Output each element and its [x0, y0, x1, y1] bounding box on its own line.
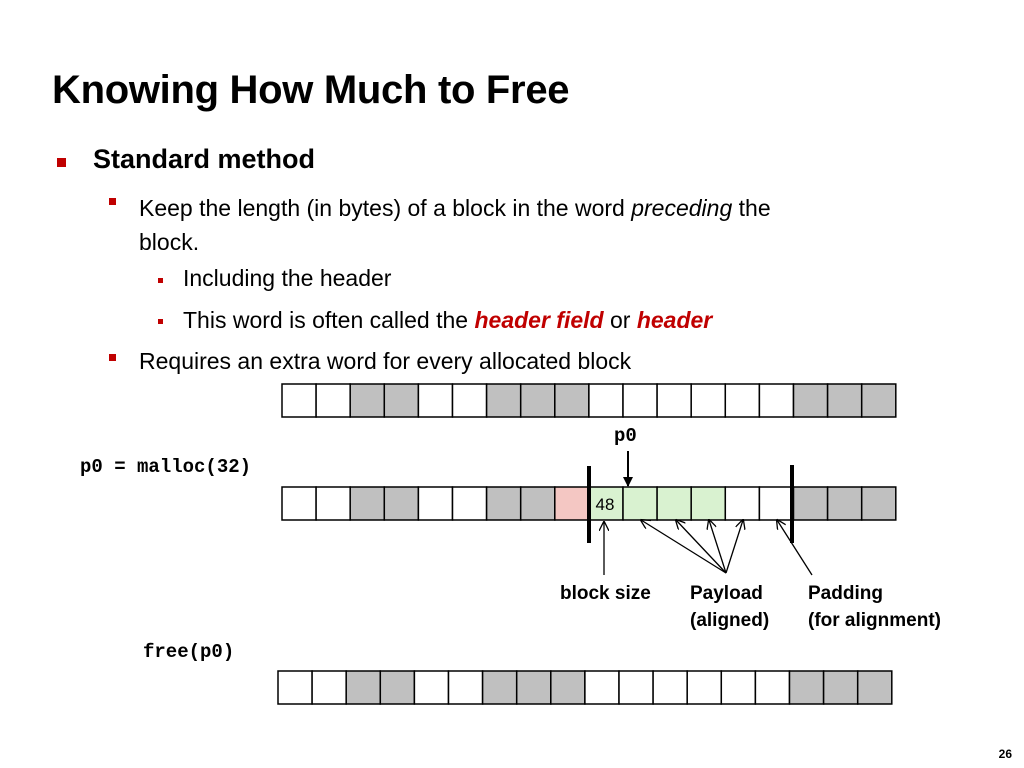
bullet-text: the	[732, 195, 771, 221]
heap-rows	[277, 383, 897, 705]
slide-title: Knowing How Much to Free	[52, 68, 570, 112]
padding-note: (for alignment)	[808, 610, 941, 631]
heap-word-allocated	[788, 670, 825, 705]
heap-word-allocated	[792, 486, 829, 521]
heap-row-2	[277, 670, 893, 705]
heap-word-free	[618, 670, 654, 705]
bullet-marker	[158, 278, 163, 283]
heap-word-free	[417, 383, 454, 418]
p0-pointer-label: p0	[614, 425, 637, 447]
heap-word-free	[622, 383, 658, 418]
heap-word-free	[724, 486, 761, 521]
emphasis-preceding: preceding	[631, 195, 733, 221]
heap-word-free	[720, 670, 757, 705]
heap-word-free	[588, 383, 624, 418]
bullet-keep-length: Keep the length (in bytes) of a block in…	[139, 191, 771, 259]
heap-row-1	[281, 486, 897, 521]
heap-word-free	[754, 670, 791, 705]
heap-word-free	[311, 670, 347, 705]
payload-arrow	[725, 520, 743, 574]
payload-arrow	[641, 520, 727, 574]
payload-title: Payload	[690, 583, 763, 604]
heap-word-free	[413, 670, 450, 705]
heap-word-allocated	[379, 670, 416, 705]
heap-word-allocated	[345, 670, 382, 705]
bullet-including-header: Including the header	[183, 265, 392, 291]
bullet-text: Keep the length (in bytes) of a block in…	[139, 195, 632, 221]
heap-word-allocated	[349, 486, 386, 521]
heap-word-allocated	[792, 383, 829, 418]
bullet-extra-word: Requires an extra word for every allocat…	[139, 348, 632, 374]
heap-word-allocated	[860, 383, 897, 418]
heap-word-free	[584, 670, 620, 705]
bullet-text: or	[603, 307, 637, 333]
free-call-label: free(p0)	[143, 641, 235, 663]
padding-label: Padding (for alignment)	[808, 580, 941, 634]
malloc-call-label: p0 = malloc(32)	[80, 456, 252, 478]
padding-title: Padding	[808, 583, 883, 604]
bullet-marker	[109, 354, 116, 361]
heap-word-allocated	[856, 670, 893, 705]
bullet-text: This word is often called the	[183, 307, 475, 333]
heap-word-free	[417, 486, 454, 521]
heap-word-free	[758, 383, 795, 418]
header-value: 48	[596, 495, 615, 514]
heap-word-allocated	[822, 670, 859, 705]
padding-arrow	[777, 520, 813, 576]
heap-word-free	[281, 486, 317, 521]
heap-word-free	[315, 383, 351, 418]
heap-word-allocated	[826, 486, 863, 521]
heap-word-allocated	[383, 486, 420, 521]
heap-word-free	[451, 383, 488, 418]
heap-word-allocated	[826, 383, 863, 418]
heap-word-free	[447, 670, 484, 705]
heap-word-payload	[656, 486, 692, 521]
heap-word-free	[451, 486, 488, 521]
payload-arrow	[709, 520, 727, 574]
heap-word-allocated	[554, 383, 590, 418]
heap-word-free	[690, 383, 727, 418]
heap-word-allocated	[485, 383, 522, 418]
bullet-header-field: This word is often called the header fie…	[183, 307, 712, 334]
heap-word-allocated	[519, 383, 556, 418]
heap-word-payload	[690, 486, 727, 521]
payload-label: Payload (aligned)	[690, 580, 769, 634]
heap-word-allocated	[550, 670, 586, 705]
bullet-marker	[158, 319, 163, 324]
page-number: 26	[998, 747, 1012, 761]
heap-word-free	[656, 383, 692, 418]
bullet-text-line2: block.	[139, 229, 200, 255]
heap-word-free	[724, 383, 761, 418]
heap-word-header	[554, 486, 590, 521]
heap-row-0	[281, 383, 897, 418]
heap-word-free	[281, 383, 317, 418]
heap-word-free	[277, 670, 313, 705]
heap-word-allocated	[349, 383, 386, 418]
heap-word-allocated	[515, 670, 552, 705]
bullet-marker	[109, 198, 116, 205]
term-header-field: header field	[474, 307, 604, 333]
heap-word-free	[686, 670, 723, 705]
bullet-standard-method: Standard method	[93, 144, 316, 174]
heap-word-free	[758, 486, 795, 521]
heap-word-free	[652, 670, 688, 705]
heap-word-allocated	[519, 486, 556, 521]
heap-word-allocated	[481, 670, 518, 705]
payload-note: (aligned)	[690, 610, 770, 631]
term-header: header	[636, 307, 713, 333]
heap-word-payload	[622, 486, 658, 521]
heap-word-allocated	[860, 486, 897, 521]
heap-word-allocated	[383, 383, 420, 418]
heap-word-allocated	[485, 486, 522, 521]
block-size-label: block size	[560, 583, 651, 604]
payload-arrow	[676, 520, 727, 574]
heap-word-free	[315, 486, 351, 521]
bullet-marker	[57, 158, 66, 167]
